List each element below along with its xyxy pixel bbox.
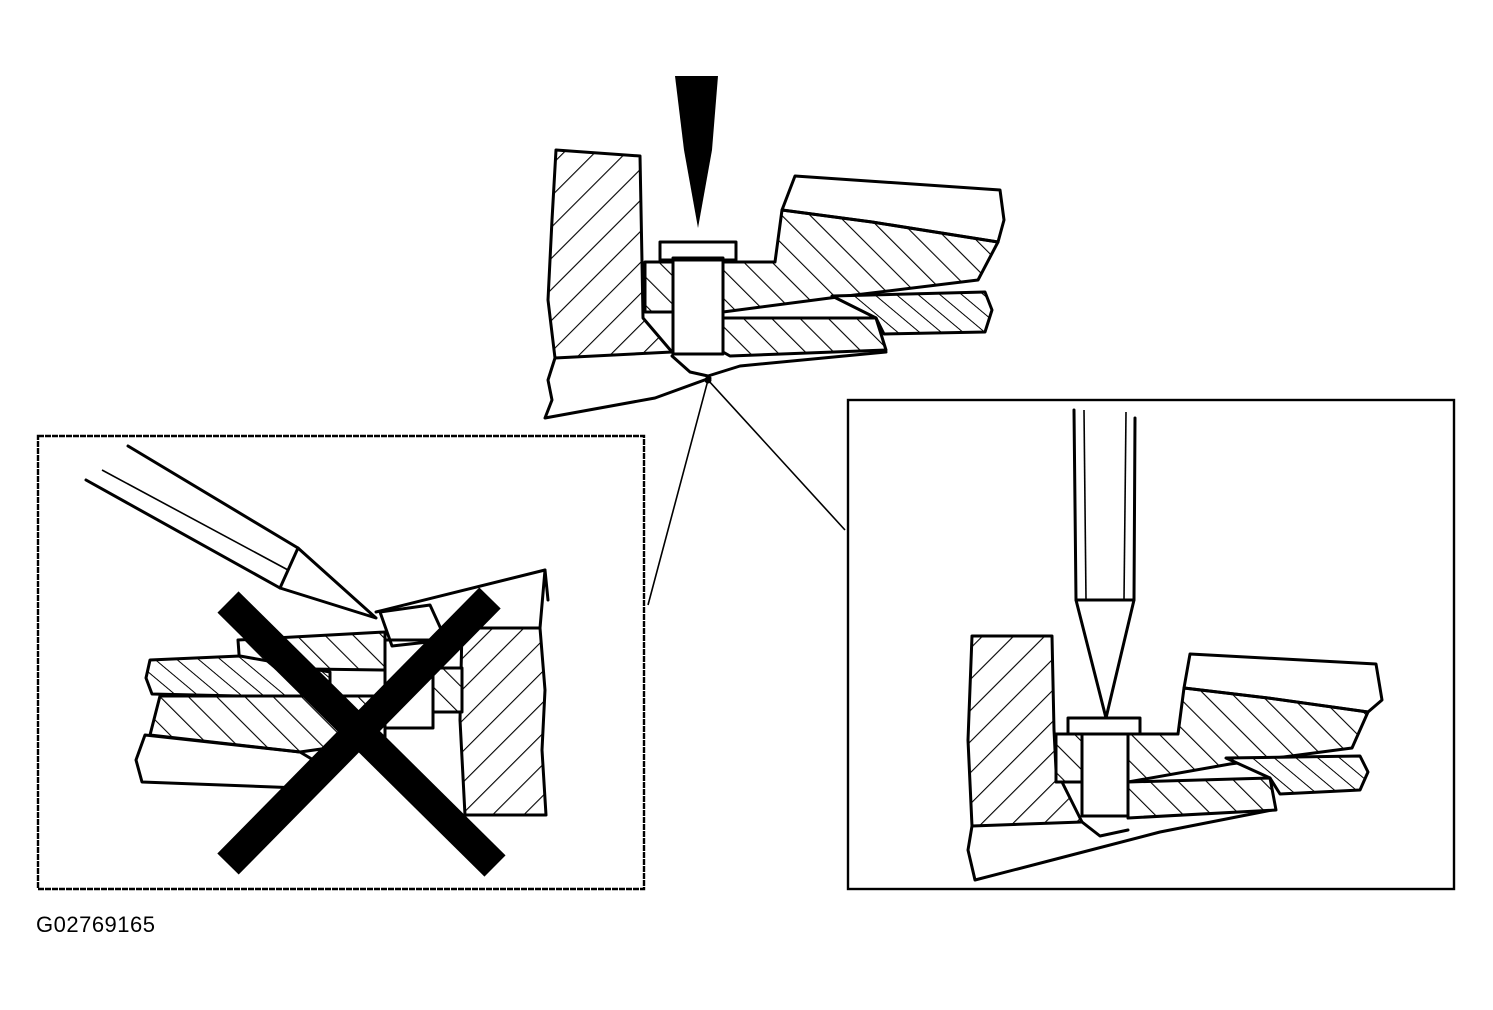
rivet-shank: [1080, 732, 1130, 818]
main-section-view: [543, 76, 1006, 420]
wall-block: [458, 626, 548, 817]
cross-x-icon: [217, 587, 506, 877]
rivet-shank: [671, 256, 725, 356]
spacer-piece: [431, 666, 464, 714]
wall-block: [966, 634, 1084, 828]
lower-plate: [721, 316, 888, 358]
rivet-head: [658, 240, 738, 262]
incorrect-method-panel: [36, 434, 646, 891]
vertical-punch-tool: [1072, 408, 1137, 720]
spacer-piece: [643, 260, 675, 314]
rivet-head: [1066, 716, 1142, 736]
wall-lower-edge: [543, 356, 712, 420]
upper-cap: [780, 174, 1006, 244]
panel-frame-right: [846, 398, 1456, 891]
correct-method-panel: [846, 398, 1456, 891]
angled-punch-tool: [84, 444, 378, 620]
leader-lines: [647, 376, 846, 606]
figure-id-label: G02769165: [36, 912, 156, 937]
spacer-piece: [1054, 732, 1084, 784]
panel-frame-left: [36, 434, 646, 891]
plate-bottom-edge: [670, 350, 888, 378]
wall-block: [546, 148, 674, 360]
down-arrow-icon: [675, 76, 718, 228]
wall-lower-edge: [966, 808, 1274, 882]
upper-cap: [1182, 652, 1384, 714]
plate-top-edge: [374, 568, 547, 614]
lower-plate: [1126, 776, 1278, 820]
